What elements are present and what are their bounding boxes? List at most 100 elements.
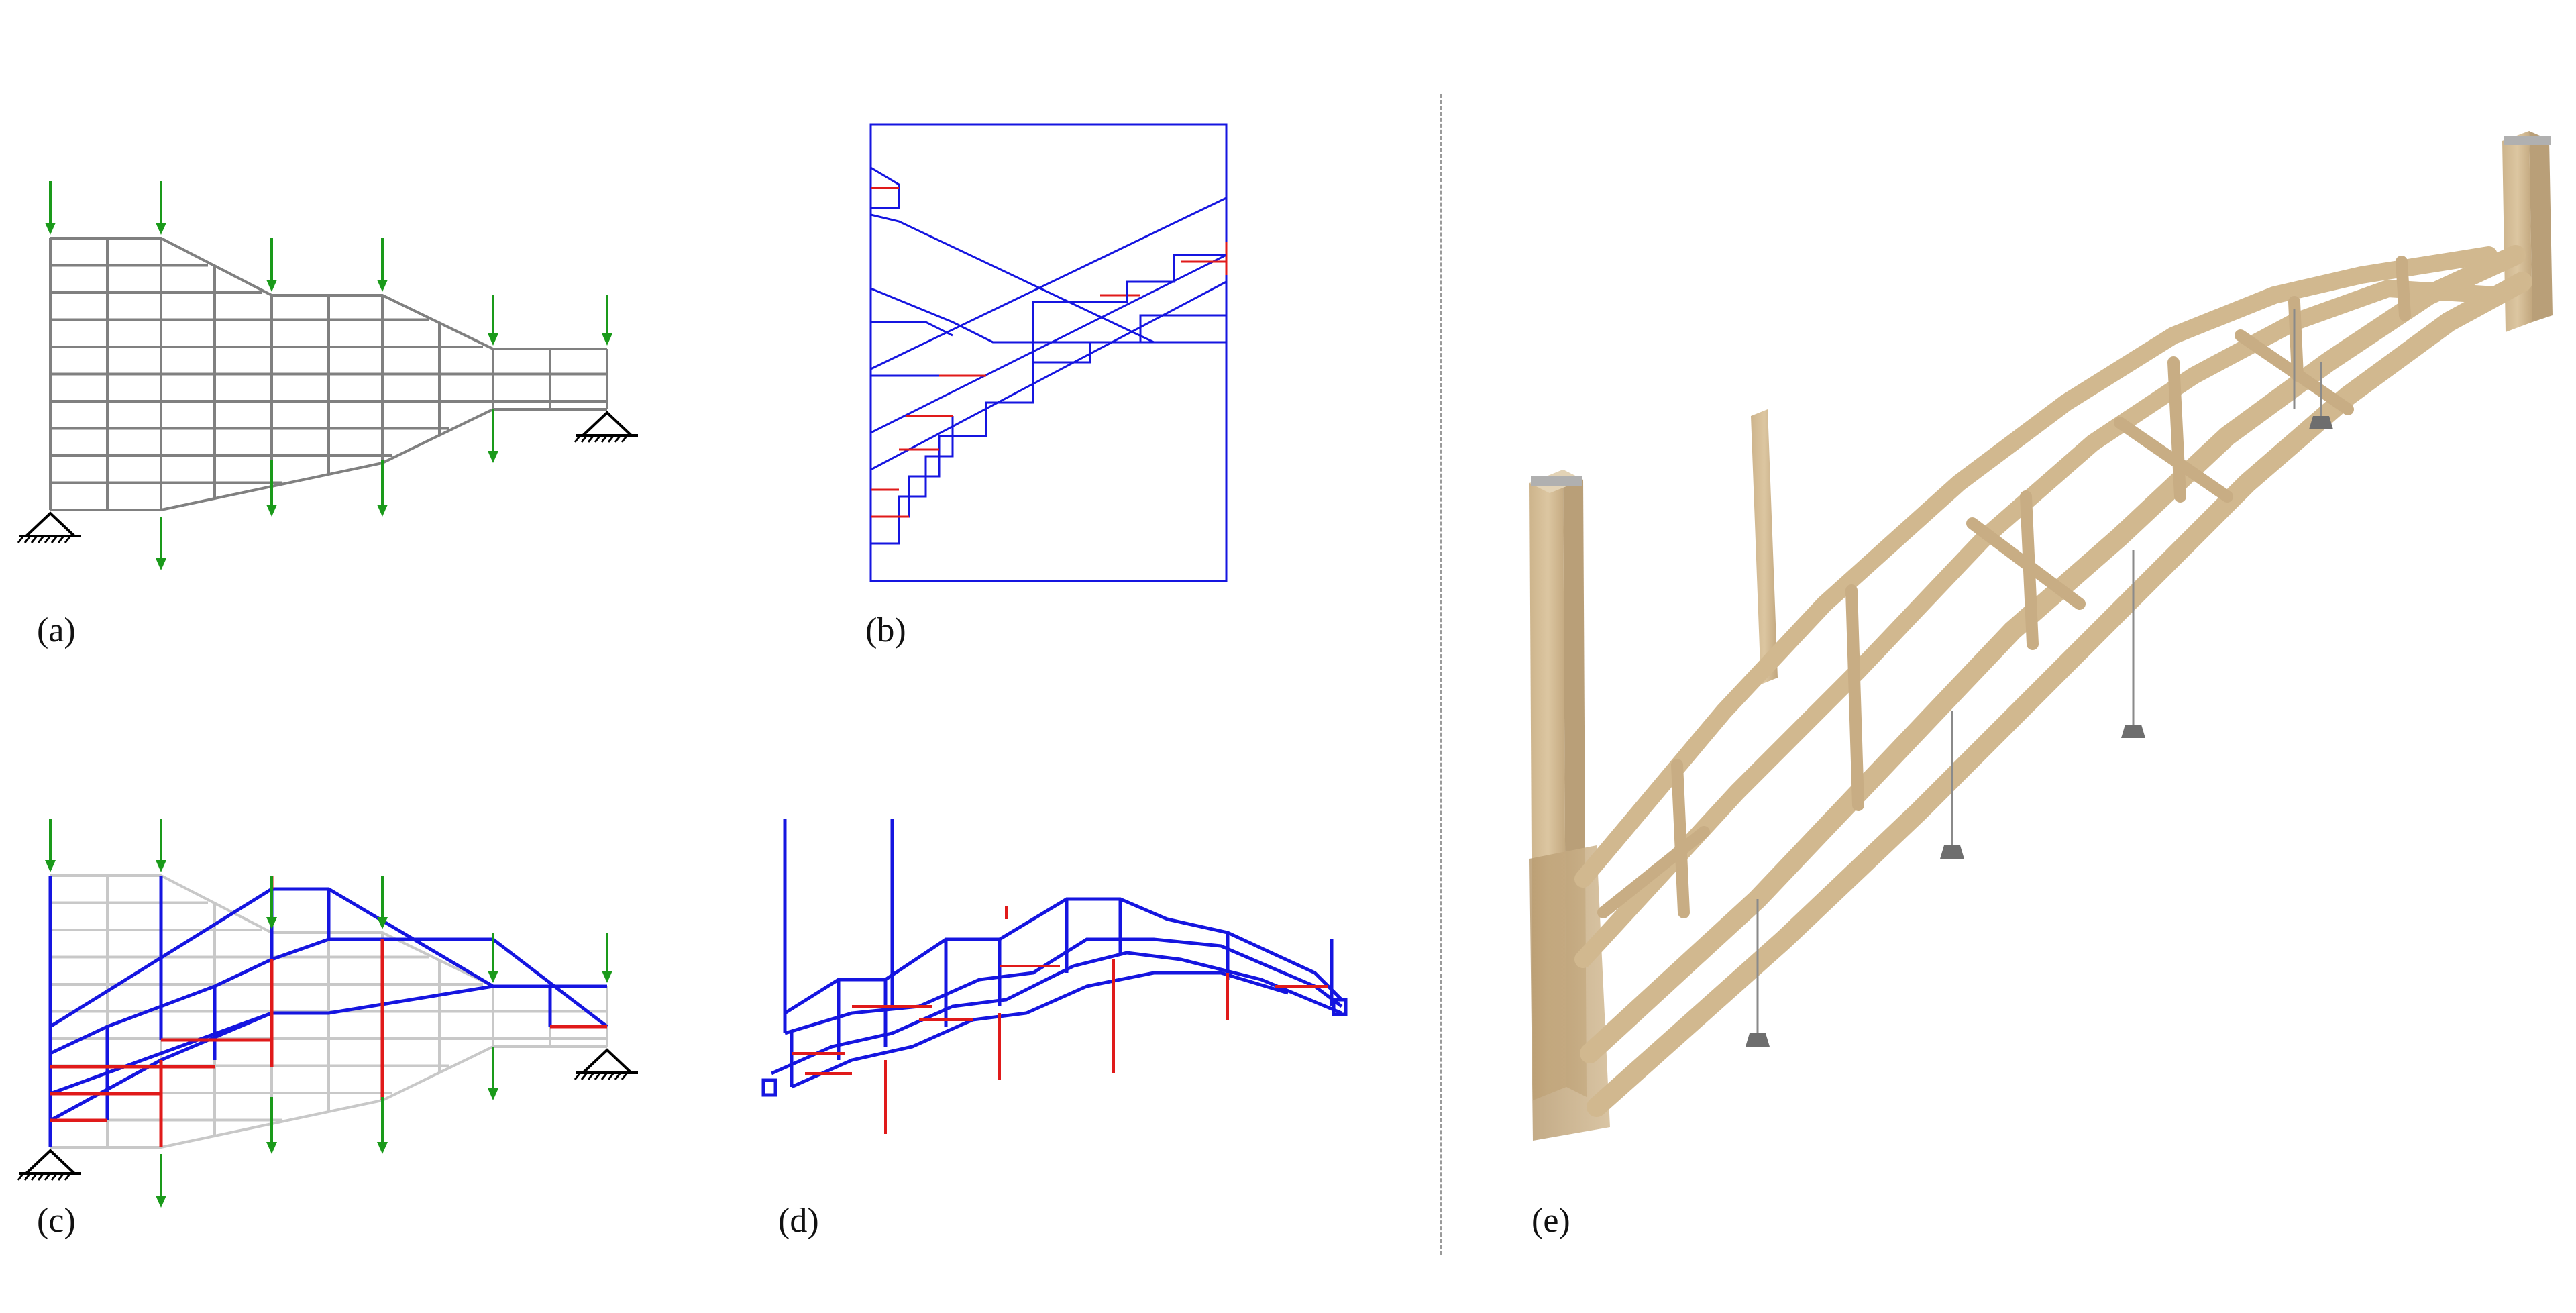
load-arrow-head bbox=[377, 917, 388, 929]
wireframe-diagram bbox=[761, 819, 1348, 1134]
timber-bottom-chord bbox=[1580, 245, 2526, 1063]
load-arrow-head bbox=[377, 1142, 388, 1154]
support-hatch bbox=[50, 535, 58, 543]
support-hatch bbox=[17, 1173, 25, 1181]
support-hatch bbox=[57, 1173, 65, 1181]
pin-support-icon bbox=[22, 1149, 78, 1175]
load-arrow-head bbox=[156, 558, 166, 570]
anchor-plate bbox=[2309, 416, 2333, 429]
design-domain-boundary bbox=[869, 123, 1228, 582]
load-arrow-head bbox=[602, 333, 612, 346]
pin-support-icon bbox=[579, 1048, 635, 1074]
support-hatch bbox=[30, 535, 38, 543]
support-hatch bbox=[64, 1173, 72, 1181]
support-hatch bbox=[587, 1072, 595, 1080]
load-arrow-head bbox=[266, 505, 277, 517]
compression-diagonal bbox=[870, 197, 1227, 370]
support-hatch bbox=[614, 435, 622, 443]
panel-c-label: (c) bbox=[37, 1202, 76, 1240]
timber-brace bbox=[1966, 517, 2086, 610]
load-arrow-head bbox=[488, 333, 498, 346]
compression-diagonal bbox=[871, 321, 953, 337]
support-hatch bbox=[50, 1173, 58, 1181]
pin-support-icon bbox=[22, 511, 78, 537]
compression-member bbox=[870, 166, 900, 209]
load-arrow-head bbox=[156, 1196, 166, 1208]
support-hatch bbox=[37, 535, 45, 543]
load-arrow-head bbox=[266, 1142, 277, 1154]
member-layout-diagram bbox=[869, 123, 1228, 582]
support-hatch bbox=[621, 435, 629, 443]
support-hatch bbox=[64, 535, 72, 543]
timber-bottom-chord bbox=[1587, 272, 2532, 1117]
timber-vertical bbox=[2396, 256, 2411, 321]
support-hatch bbox=[37, 1173, 45, 1181]
panel-d-3d-wireframe bbox=[751, 805, 1382, 1154]
right-timber-column bbox=[2502, 131, 2553, 332]
panel-divider bbox=[1440, 94, 1442, 1255]
support-hatch bbox=[23, 535, 32, 543]
compression-chord bbox=[784, 937, 1343, 1035]
load-arrow-head bbox=[156, 860, 166, 872]
load-arrow-head bbox=[45, 860, 56, 872]
panel-e-timber-render bbox=[1503, 121, 2576, 1141]
load-arrow-head bbox=[377, 505, 388, 517]
support-hatch bbox=[594, 1072, 602, 1080]
load-arrow-head bbox=[488, 451, 498, 463]
timber-vertical bbox=[1845, 584, 1864, 811]
load-arrow-head bbox=[266, 917, 277, 929]
timber-vertical bbox=[2167, 356, 2186, 503]
support-hatch bbox=[600, 435, 608, 443]
anchor-plate bbox=[1940, 845, 1964, 859]
compression-chord bbox=[50, 984, 494, 1096]
anchor-plate bbox=[2121, 725, 2145, 738]
timber-post bbox=[1751, 409, 1778, 684]
support-hatch bbox=[607, 1072, 615, 1080]
timber-vertical bbox=[1671, 759, 1690, 918]
panel-a-ground-structure bbox=[0, 0, 671, 604]
support-hatch bbox=[23, 1173, 32, 1181]
ground-structure-diagram bbox=[17, 181, 638, 570]
load-arrow-head bbox=[377, 280, 388, 292]
left-timber-column bbox=[1529, 470, 1610, 1141]
timber-truss-render bbox=[1529, 131, 2553, 1141]
timber-top-chord bbox=[1574, 279, 2504, 968]
load-arrow-head bbox=[602, 971, 612, 983]
compression-member bbox=[871, 416, 954, 545]
support-node bbox=[1332, 998, 1348, 1016]
panel-c-optimized-truss bbox=[0, 758, 671, 1208]
timber-top-chord bbox=[1574, 246, 2498, 888]
load-arrow-head bbox=[488, 971, 498, 983]
support-hatch bbox=[594, 435, 602, 443]
optimized-truss-diagram bbox=[17, 819, 638, 1208]
timber-brace bbox=[2114, 417, 2233, 503]
panel-d-label: (d) bbox=[778, 1202, 819, 1240]
panel-b-member-layout bbox=[859, 121, 1234, 590]
support-node bbox=[761, 1078, 777, 1097]
steel-cap-left bbox=[1531, 476, 1582, 486]
compression-member bbox=[871, 282, 1228, 518]
panel-b-label: (b) bbox=[865, 611, 906, 649]
load-arrow-head bbox=[156, 223, 166, 235]
anchor-plate bbox=[1746, 1033, 1770, 1047]
load-arrow-head bbox=[45, 223, 56, 235]
panel-a-label: (a) bbox=[37, 611, 76, 649]
support-hatch bbox=[57, 535, 65, 543]
compression-member bbox=[1032, 254, 1226, 403]
support-hatch bbox=[44, 535, 52, 543]
compression-chord bbox=[770, 951, 1342, 1075]
support-hatch bbox=[614, 1072, 622, 1080]
compression-chord bbox=[790, 971, 1289, 1089]
load-arrow-head bbox=[266, 280, 277, 292]
load-arrow-head bbox=[488, 1088, 498, 1100]
support-hatch bbox=[580, 435, 588, 443]
pin-support-icon bbox=[579, 411, 635, 437]
support-hatch bbox=[17, 535, 25, 543]
steel-cap-right bbox=[2504, 136, 2551, 145]
support-hatch bbox=[574, 1072, 582, 1080]
support-hatch bbox=[600, 1072, 608, 1080]
support-hatch bbox=[574, 435, 582, 443]
panel-e-label: (e) bbox=[1532, 1202, 1570, 1240]
compression-diagonal bbox=[870, 254, 1227, 434]
support-hatch bbox=[30, 1173, 38, 1181]
